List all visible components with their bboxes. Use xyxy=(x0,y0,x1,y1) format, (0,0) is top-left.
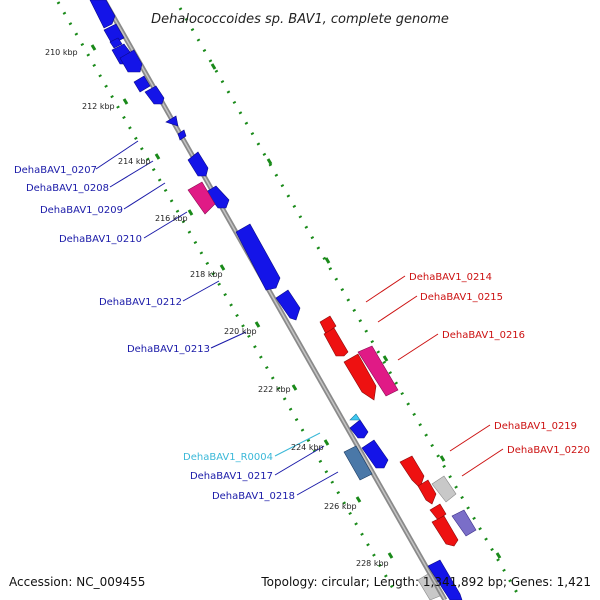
gene-label[interactable]: DehaBAV1_0215 xyxy=(420,292,503,303)
gene-arrow-forward[interactable] xyxy=(133,75,151,93)
gene-arrow-forward[interactable] xyxy=(349,419,369,439)
reverse-label-leaders xyxy=(365,275,504,477)
gene-label[interactable]: DehaBAV1_0208 xyxy=(26,183,109,194)
gene-arrow-reverse[interactable] xyxy=(343,353,377,401)
gene-arrow-reverse[interactable] xyxy=(429,503,447,521)
gene-arrow-rna[interactable] xyxy=(349,413,361,421)
gene-arrow-grey-bottom[interactable] xyxy=(417,573,441,600)
gene-label[interactable]: DehaBAV1_0207 xyxy=(14,165,97,176)
forward-gene-labels: DehaBAV1_0207 DehaBAV1_0208 DehaBAV1_020… xyxy=(14,165,295,502)
gene-label[interactable]: DehaBAV1_0217 xyxy=(190,471,273,482)
tick-label: 212 kbp xyxy=(82,102,115,111)
gene-label[interactable]: DehaBAV1_0219 xyxy=(494,421,577,432)
gene-arrow-violet[interactable] xyxy=(451,509,477,537)
tick-labels: 210 kbp 212 kbp 214 kbp 216 kbp 218 kbp … xyxy=(45,48,389,568)
gene-arrow-forward[interactable] xyxy=(165,115,179,127)
tick-label: 226 kbp xyxy=(324,502,357,511)
gene-arrow-grey[interactable] xyxy=(431,475,457,503)
gene-label[interactable]: DehaBAV1_0213 xyxy=(127,344,210,355)
gene-arrow-forward[interactable] xyxy=(177,129,187,141)
gene-label[interactable]: DehaBAV1_0210 xyxy=(59,234,142,245)
tick-label: 222 kbp xyxy=(258,385,291,394)
gene-label[interactable]: DehaBAV1_0218 xyxy=(212,491,295,502)
gene-label[interactable]: DehaBAV1_0214 xyxy=(409,272,492,283)
topology-text: Topology: circular; Length: 1,341,892 bp… xyxy=(260,575,591,589)
gene-arrow-forward[interactable] xyxy=(89,0,116,29)
tick-label: 218 kbp xyxy=(190,270,223,279)
gene-arrow-forward[interactable] xyxy=(275,289,301,321)
genome-title: Dehalococcoides sp. BAV1, complete genom… xyxy=(151,12,449,27)
gene-arrow-forward-pink[interactable] xyxy=(187,181,216,215)
reverse-gene-labels: DehaBAV1_0214 DehaBAV1_0215 DehaBAV1_021… xyxy=(409,272,590,456)
tick-label: 228 kbp xyxy=(356,559,389,568)
outer-track-ticks xyxy=(210,63,502,559)
tick-label: 224 kbp xyxy=(291,443,324,452)
tick-label: 210 kbp xyxy=(45,48,78,57)
gene-arrow-forward[interactable] xyxy=(205,185,230,209)
forward-label-leaders xyxy=(95,140,339,496)
gene-arrow-reverse[interactable] xyxy=(399,455,425,489)
gene-label[interactable]: DehaBAV1_0220 xyxy=(507,445,590,456)
rna-label-leader xyxy=(274,432,321,457)
gene-arrow-reverse[interactable] xyxy=(431,515,459,547)
accession-text: Accession: NC_009455 xyxy=(9,575,145,589)
reverse-strand-genes xyxy=(319,315,459,547)
gene-arrow-forward[interactable] xyxy=(109,37,123,49)
gene-arrow-forward[interactable] xyxy=(187,151,209,177)
gene-arrow-forward-slate[interactable] xyxy=(343,445,373,481)
gene-arrow-reverse[interactable] xyxy=(323,327,349,357)
gene-arrow-reverse-pink[interactable] xyxy=(357,345,399,397)
gene-arrow-forward[interactable] xyxy=(119,49,143,73)
tick-label: 214 kbp xyxy=(118,157,151,166)
gene-arrow-forward[interactable] xyxy=(361,439,389,469)
tick-label: 216 kbp xyxy=(155,214,188,223)
gene-arrow-reverse[interactable] xyxy=(417,479,437,505)
gene-arrow-reverse[interactable] xyxy=(319,315,337,335)
rna-gene-label[interactable]: DehaBAV1_R0004 xyxy=(183,452,273,463)
forward-strand-genes xyxy=(89,0,389,469)
inner-track-ticks xyxy=(90,44,394,559)
tick-label: 220 kbp xyxy=(224,327,257,336)
gene-arrow-blue-bottom[interactable] xyxy=(427,559,463,600)
gene-label[interactable]: DehaBAV1_0216 xyxy=(442,330,525,341)
gene-label[interactable]: DehaBAV1_0209 xyxy=(40,205,123,216)
gene-label[interactable]: DehaBAV1_0212 xyxy=(99,297,182,308)
gene-arrow-forward[interactable] xyxy=(235,223,281,291)
gene-arrow-forward[interactable] xyxy=(144,85,165,105)
